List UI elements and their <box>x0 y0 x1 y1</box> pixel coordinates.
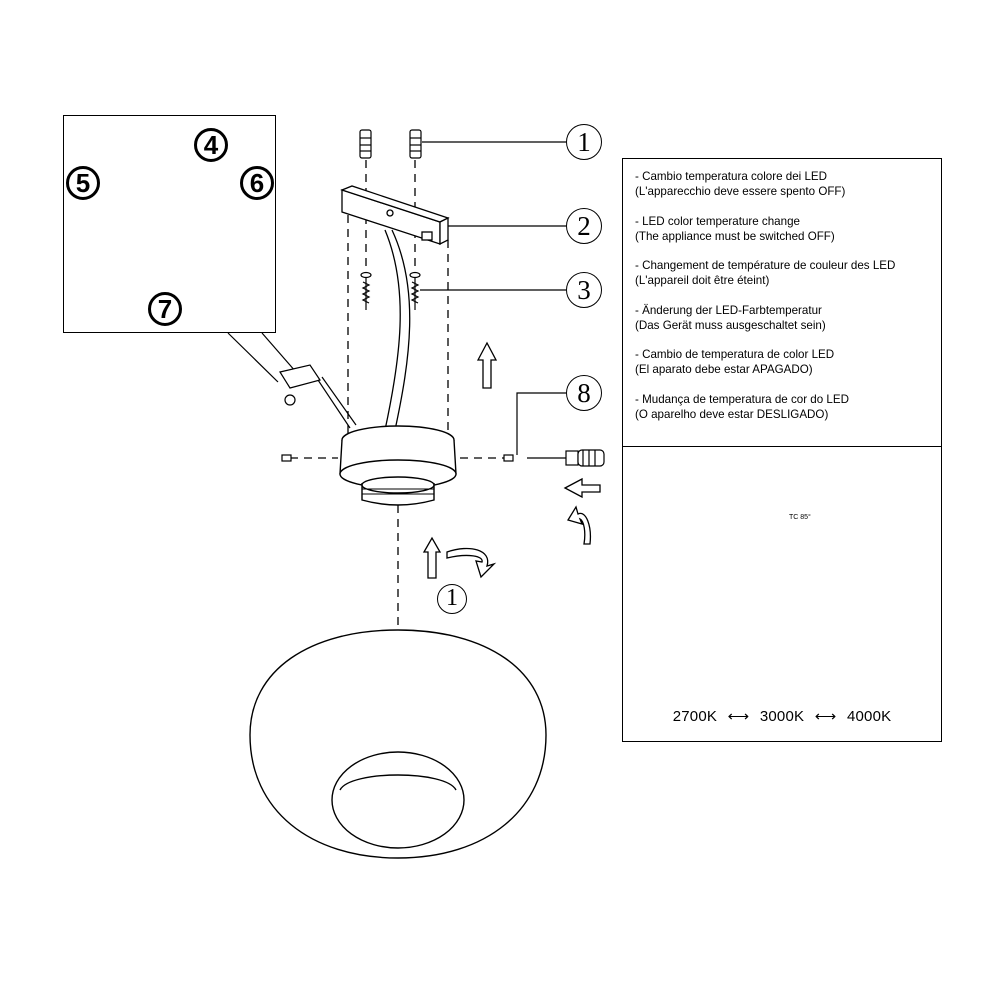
color-temperature-options: 2700K ⟷ 3000K ⟷ 4000K <box>623 707 941 725</box>
inset-detail-box: 4 5 6 7 <box>63 115 276 333</box>
grub-screw-icon <box>281 454 514 462</box>
temp-4000k: 4000K <box>846 708 892 725</box>
callout-2: 2 <box>566 208 602 244</box>
dome-shade-icon <box>249 629 547 859</box>
rotate-arrow-icon <box>446 505 592 579</box>
callout-1: 1 <box>566 124 602 160</box>
screwdriver-icon <box>527 449 605 467</box>
wall-plug-icon <box>359 129 422 159</box>
notice-it: - Cambio temperatura colore dei LED (L'a… <box>635 170 846 198</box>
callout-6: 6 <box>240 166 274 200</box>
left-arrow-icon <box>563 477 601 499</box>
multilingual-instructions: - Cambio temperatura colore dei LED (L'a… <box>623 159 941 447</box>
mounting-bracket-icon <box>340 185 450 246</box>
callout-5: 5 <box>66 166 100 200</box>
tc-label: TC 85° <box>789 514 811 521</box>
temp-3000k: 3000K <box>759 708 805 725</box>
callout-3: 3 <box>566 272 602 308</box>
notice-pt: - Mudança de temperatura de cor do LED (… <box>635 392 849 421</box>
temp-2700k: 2700K <box>672 708 718 725</box>
leader-lines <box>227 141 566 455</box>
up-arrow-icon <box>422 341 498 579</box>
color-temperature-panel: - Cambio temperatura colore dei LED (L'a… <box>622 158 942 742</box>
callout-1-lower: 1 <box>437 584 467 614</box>
ceiling-canopy-icon <box>339 425 457 506</box>
notice-en: - LED color temperature change (The appl… <box>635 214 835 243</box>
temp-separator-1: ⟷ <box>727 708 750 725</box>
notice-fr: - Changement de température de couleur d… <box>635 259 896 288</box>
cable <box>384 229 401 431</box>
notice-de: - Änderung der LED-Farbtemperatur (Das G… <box>635 303 826 332</box>
callout-7: 7 <box>148 292 182 326</box>
callout-4: 4 <box>194 128 228 162</box>
screw-icon <box>360 271 421 310</box>
notice-es: - Cambio de temperatura de color LED (El… <box>635 348 835 377</box>
callout-8: 8 <box>566 375 602 411</box>
temp-separator-2: ⟷ <box>814 708 837 725</box>
terminal-connector-icon <box>279 364 357 429</box>
cable-inner <box>391 229 411 431</box>
